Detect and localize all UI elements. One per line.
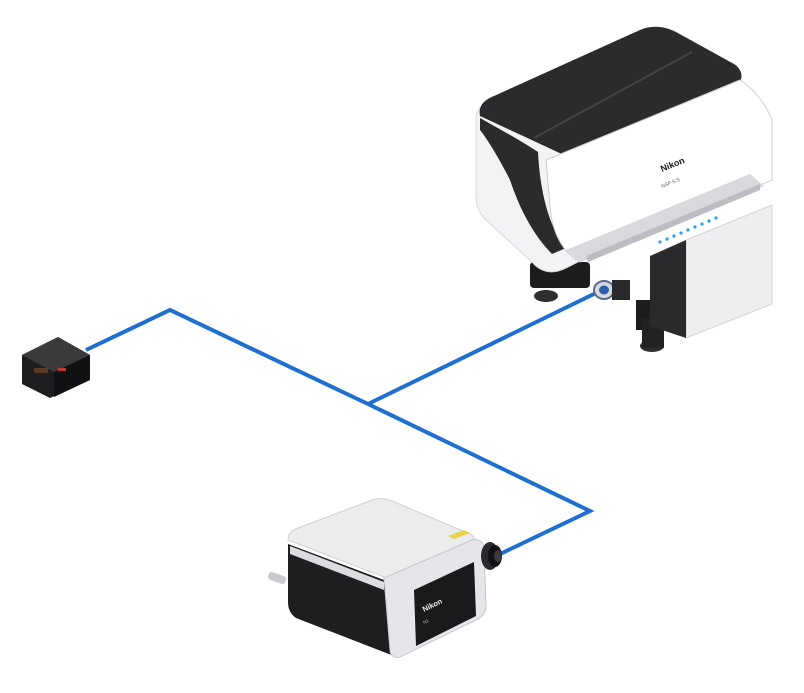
microscope-unit: Nikon NSP S.S	[475, 26, 773, 352]
cable-network	[85, 290, 599, 557]
microscope-fiber-port	[593, 280, 630, 300]
cable-to-laser-unit	[367, 402, 595, 557]
cable-to-microscope	[367, 290, 599, 406]
controller-status-icon	[34, 368, 48, 373]
cable-to-controller	[85, 307, 369, 406]
laser-fiber-port	[481, 542, 502, 570]
laser-model-label: N1	[422, 618, 430, 625]
controller-box	[22, 337, 90, 398]
status-led-row	[658, 216, 718, 244]
laser-unit: Nikon N1	[268, 498, 502, 659]
